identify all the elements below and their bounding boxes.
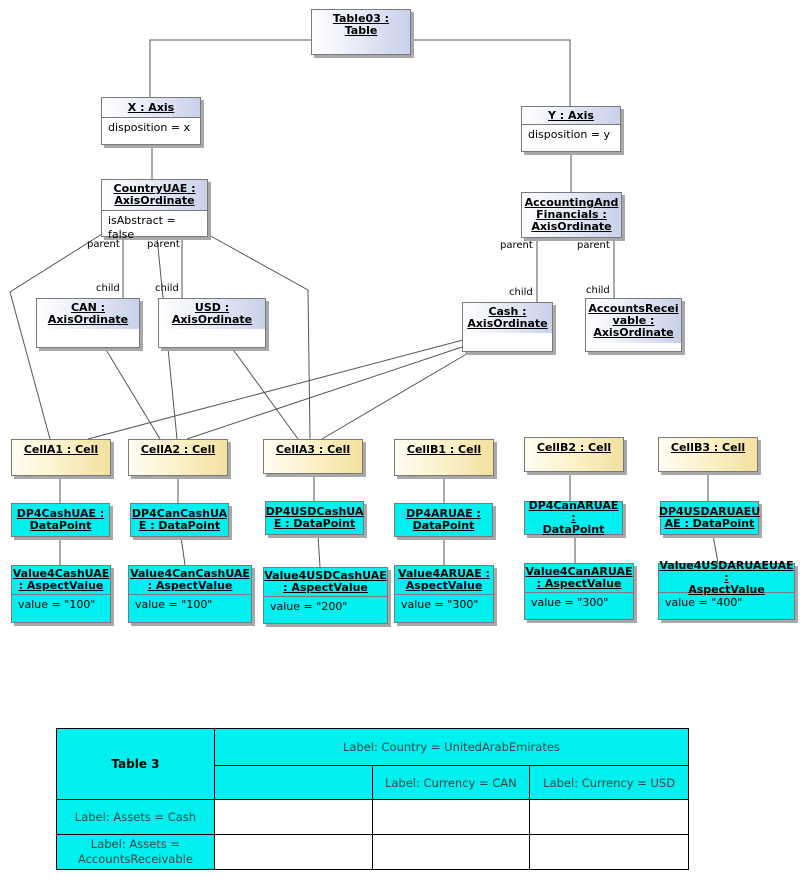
- node-attribute: value = "100": [129, 594, 251, 615]
- node-cell-a2[interactable]: CellA2 : Cell: [128, 439, 228, 476]
- node-attribute: value = "300": [395, 594, 493, 615]
- edge-table-x: [149, 39, 311, 98]
- edge-cash-cella1: [87, 339, 464, 440]
- node-title: Value4CashUAE : AspectValue: [12, 566, 110, 594]
- node-attribute: value = "300": [525, 592, 633, 613]
- node-cell-a3[interactable]: CellA3 : Cell: [263, 439, 363, 474]
- node-attribute: isAbstract = false: [102, 210, 207, 245]
- node-value-usd-cash-uae[interactable]: Value4USDCashUAE : AspectValue value = "…: [263, 567, 388, 624]
- node-y-axis[interactable]: Y : Axis disposition = y: [521, 106, 621, 152]
- node-title: AccountsRecei vable : AxisOrdinate: [586, 299, 681, 343]
- edge-label-parent: parent: [500, 240, 533, 251]
- node-datapoint-can-ar-uae[interactable]: DP4CanARUAE : DataPoint: [524, 500, 623, 536]
- node-title: CAN : AxisOrdinate: [37, 299, 139, 329]
- table-col-header: Label: Currency = CAN: [371, 765, 531, 800]
- node-title: Table03 : Table: [312, 10, 410, 54]
- node-title: Value4CanCashUAE : AspectValue: [129, 566, 251, 594]
- edge-table-y: [412, 39, 571, 107]
- node-title: DP4CashUAE : DataPoint: [12, 504, 109, 536]
- node-title: DP4USDARUAEU AE : DataPoint: [659, 502, 760, 534]
- node-title: CountryUAE : AxisOrdinate: [102, 180, 207, 210]
- table-cell: [529, 834, 689, 870]
- node-title: Value4USDARUAEUAE : AspectValue: [659, 559, 794, 596]
- node-title: Cash : AxisOrdinate: [463, 303, 552, 333]
- node-title: DP4CanARUAE : DataPoint: [525, 500, 622, 536]
- node-cell-b2[interactable]: CellB2 : Cell: [524, 437, 624, 472]
- node-datapoint-usd-cash-uae[interactable]: DP4USDCashUA E : DataPoint: [265, 501, 364, 535]
- table-top-header: Label: Country = UnitedArabEmirates: [213, 728, 690, 766]
- edge-label-parent: parent: [577, 240, 610, 251]
- table-cell: [371, 834, 531, 870]
- table-row-header: Label: Assets = AccountsReceivable: [56, 834, 215, 870]
- node-attribute: value = "200": [264, 596, 387, 617]
- node-title: Value4CanARUAE : AspectValue: [525, 564, 633, 592]
- node-attribute: value = "100": [12, 594, 110, 615]
- node-accounts-receivable[interactable]: AccountsRecei vable : AxisOrdinate: [585, 298, 682, 352]
- node-title: Value4USDCashUAE : AspectValue: [264, 568, 387, 596]
- edge-label-parent: parent: [147, 239, 180, 250]
- table-cell: [213, 799, 373, 835]
- node-attribute: value = "400": [659, 592, 794, 613]
- table-empty-header-cell: [213, 765, 373, 800]
- edge-label-child: child: [155, 283, 179, 294]
- node-value-can-ar-uae[interactable]: Value4CanARUAE : AspectValue value = "30…: [524, 563, 634, 620]
- node-title: X : Axis: [102, 98, 200, 117]
- edge-label-parent: parent: [87, 239, 120, 250]
- node-title: CellA1 : Cell: [12, 440, 110, 475]
- edge-country-cella1: [9, 233, 103, 440]
- node-title: DP4ARUAE : DataPoint: [395, 504, 492, 536]
- table-row-header: Label: Assets = Cash: [56, 799, 215, 835]
- node-title: CellB1 : Cell: [395, 440, 493, 475]
- node-title: CellA3 : Cell: [264, 440, 362, 473]
- node-cell-b1[interactable]: CellB1 : Cell: [394, 439, 494, 476]
- node-title: Y : Axis: [522, 107, 620, 124]
- table-col-header: Label: Currency = USD: [529, 765, 689, 800]
- node-cash[interactable]: Cash : AxisOrdinate: [462, 302, 553, 352]
- node-attribute: disposition = y: [522, 124, 620, 145]
- node-datapoint-ar-uae[interactable]: DP4ARUAE : DataPoint: [394, 503, 493, 537]
- edge-can-cella2: [104, 347, 161, 440]
- edge-label-child: child: [96, 283, 120, 294]
- node-title: USD : AxisOrdinate: [159, 299, 265, 329]
- node-accounting-financials[interactable]: AccountingAnd Financials : AxisOrdinate: [521, 192, 622, 238]
- table-cell: [213, 834, 373, 870]
- node-value-can-cash-uae[interactable]: Value4CanCashUAE : AspectValue value = "…: [128, 565, 252, 623]
- node-country-uae[interactable]: CountryUAE : AxisOrdinate isAbstract = f…: [101, 179, 208, 241]
- edge-country-cella3: [206, 233, 311, 440]
- edge-cash-cella2: [186, 345, 466, 440]
- edge-usd-cella3: [231, 347, 299, 440]
- node-title: DP4USDCashUA E : DataPoint: [266, 502, 363, 534]
- table-cell: [371, 799, 531, 835]
- node-attribute: disposition = x: [102, 117, 200, 138]
- node-datapoint-can-cash-uae[interactable]: DP4CanCashUA E : DataPoint: [130, 503, 229, 537]
- edge-label-child: child: [509, 287, 533, 298]
- table-cell: [529, 799, 689, 835]
- node-x-axis[interactable]: X : Axis disposition = x: [101, 97, 201, 145]
- edge-label-child: child: [586, 285, 610, 296]
- node-datapoint-cash-uae[interactable]: DP4CashUAE : DataPoint: [11, 503, 110, 537]
- node-title: DP4CanCashUA E : DataPoint: [131, 504, 228, 536]
- node-title: CellA2 : Cell: [129, 440, 227, 475]
- table-corner: Table 3: [56, 728, 215, 800]
- node-usd[interactable]: USD : AxisOrdinate: [158, 298, 266, 348]
- node-datapoint-usd-ar-uae[interactable]: DP4USDARUAEU AE : DataPoint: [659, 501, 760, 535]
- node-table03[interactable]: Table03 : Table: [311, 9, 411, 55]
- node-can[interactable]: CAN : AxisOrdinate: [36, 298, 140, 348]
- node-value-cash-uae[interactable]: Value4CashUAE : AspectValue value = "100…: [11, 565, 111, 623]
- node-title: CellB2 : Cell: [525, 438, 623, 471]
- edge-cash-cella3: [321, 351, 471, 440]
- node-title: Value4ARUAE : AspectValue: [395, 566, 493, 594]
- node-title: AccountingAnd Financials : AxisOrdinate: [522, 193, 621, 237]
- node-value-usd-ar-uae[interactable]: Value4USDARUAEUAE : AspectValue value = …: [658, 559, 795, 620]
- node-cell-a1[interactable]: CellA1 : Cell: [11, 439, 111, 476]
- node-value-ar-uae[interactable]: Value4ARUAE : AspectValue value = "300": [394, 565, 494, 623]
- node-cell-b3[interactable]: CellB3 : Cell: [658, 437, 758, 472]
- table-3-grid: Table 3 Label: Country = UnitedArabEmira…: [56, 728, 690, 870]
- node-title: CellB3 : Cell: [659, 438, 757, 471]
